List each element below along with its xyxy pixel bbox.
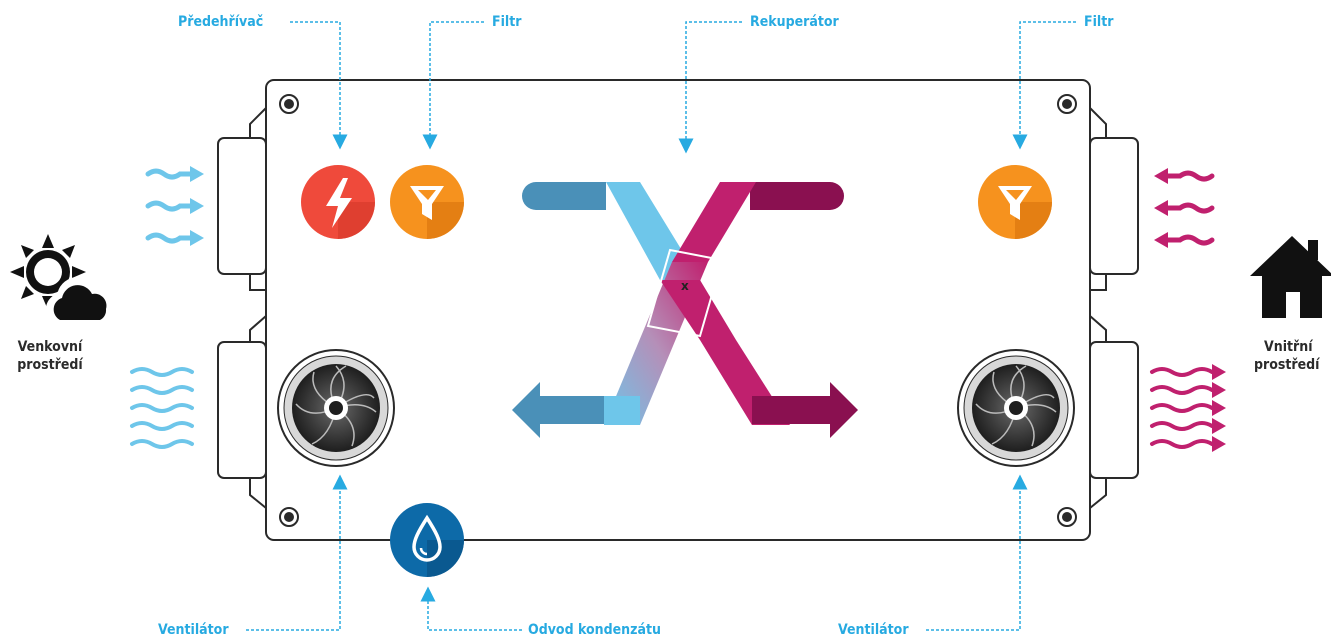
indoor-label: Vnitřní prostředí [1254,338,1330,374]
water-drop-icon [412,514,442,562]
recuperator-label: Rekuperátor [750,14,839,30]
fan-left [277,349,395,467]
airflow-stale-in-heads [1154,168,1168,248]
airflow-fresh-in-heads [190,166,204,246]
preheater-icon [301,165,375,239]
house-icon [1250,236,1331,318]
outdoor-label: Venkovní prostředí [12,338,88,374]
filter-left-label: Filtr [492,14,522,30]
filter-icon [998,186,1032,220]
recuperator-flow: x [512,182,858,438]
exchanger-mark: x [681,279,689,293]
outdoor-label-line1: Venkovní [17,339,83,355]
airflow-stale-in [1163,170,1215,246]
filter-left-icon [390,165,464,239]
callout-lines [246,21,1076,631]
sun-cloud-icon [10,234,114,325]
airflow-fresh-in [145,168,197,244]
lightning-icon [326,178,352,228]
filter-right-label: Filtr [1084,14,1114,30]
fan-left-label: Ventilátor [158,622,229,638]
outdoor-label-line2: prostředí [17,357,83,373]
corner-screws [279,94,1077,527]
indoor-label-line2: prostředí [1254,357,1320,373]
filter-icon [410,186,444,220]
indoor-label-line1: Vnitřní [1264,339,1313,355]
airflow-supply-out [1150,367,1214,449]
fan-right [957,349,1075,467]
condensate-drain-icon [390,503,464,577]
airflow-supply-out-heads [1212,364,1226,452]
fan-right-label: Ventilátor [838,622,909,638]
condensate-label: Odvod kondenzátu [528,622,661,638]
filter-right-icon [978,165,1052,239]
preheater-label: Předehřívač [178,14,264,30]
airflow-exhaust-out [130,367,194,449]
